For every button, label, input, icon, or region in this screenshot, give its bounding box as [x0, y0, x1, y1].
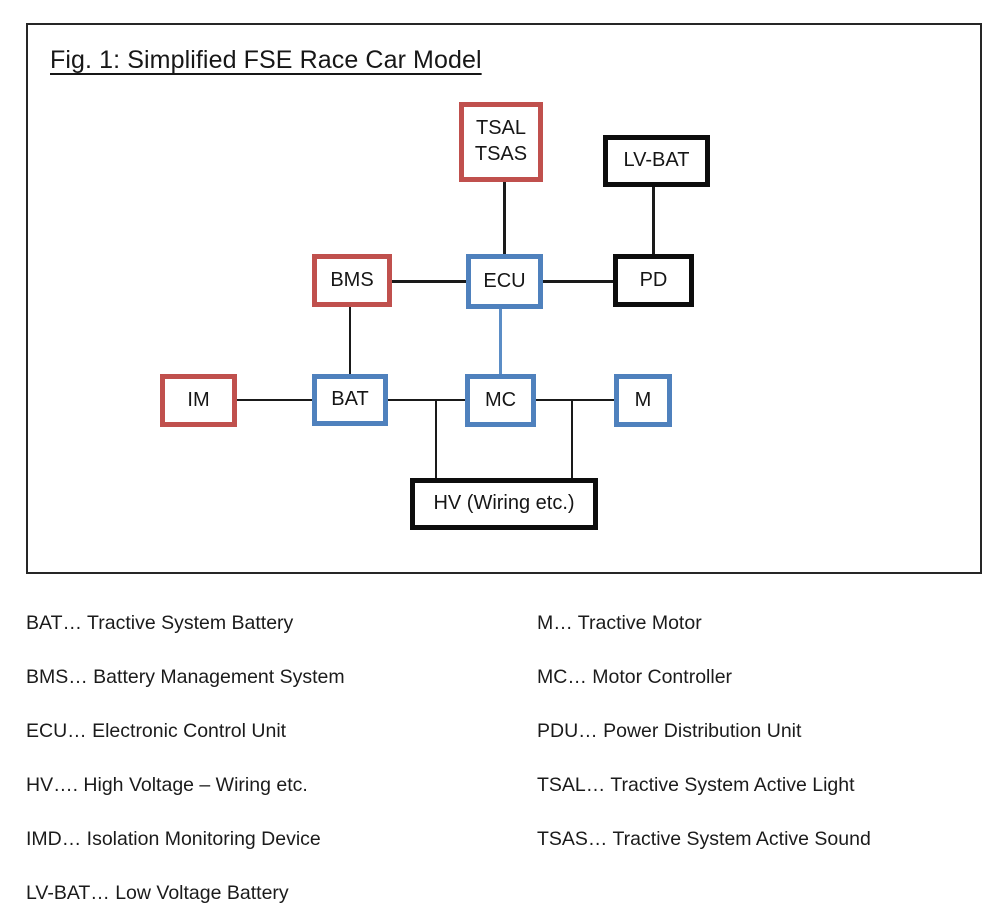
figure-title: Fig. 1: Simplified FSE Race Car Model — [50, 46, 482, 74]
legend-item-lv-bat: LV-BAT… Low Voltage Battery — [26, 882, 289, 904]
block-diagram: TSAL TSAS LV-BAT BMS ECU PD IM BAT MC M HV (Wiring… — [28, 25, 984, 576]
legend-item-m: M… Tractive Motor — [537, 612, 702, 634]
node-hv-label: HV (Wiring etc.) — [433, 492, 575, 515]
edge-bat-to-mc — [388, 398, 465, 402]
edge-bms-to-bat — [348, 307, 352, 374]
edge-lvbat-to-pd — [652, 187, 655, 254]
legend-item-pdu: PDU… Power Distribution Unit — [537, 720, 802, 742]
node-lv-bat: LV-BAT — [603, 135, 710, 187]
edge-ecu-to-pd — [543, 280, 613, 283]
node-bat: BAT — [312, 374, 388, 426]
legend-item-bms: BMS… Battery Management System — [26, 666, 345, 688]
edge-mc-to-m — [536, 398, 614, 402]
node-bat-label: BAT — [331, 388, 369, 411]
legend-item-hv: HV…. High Voltage – Wiring etc. — [26, 774, 308, 796]
edge-tsal-to-ecu — [503, 182, 506, 254]
node-lv-bat-label: LV-BAT — [623, 149, 690, 172]
edge-mcm-to-hv — [570, 400, 574, 478]
legend-item-mc: MC… Motor Controller — [537, 666, 733, 688]
node-ecu-label: ECU — [483, 269, 526, 292]
node-im-label: IM — [187, 388, 210, 411]
edge-ecu-to-mc — [499, 309, 502, 374]
node-ecu: ECU — [466, 254, 543, 309]
node-m-label: M — [634, 388, 652, 411]
node-hv: HV (Wiring etc.) — [410, 478, 598, 530]
node-m: M — [614, 374, 672, 427]
legend-item-ecu: ECU… Electronic Control Unit — [26, 720, 287, 742]
node-im: IM — [160, 374, 237, 427]
node-tsal-tsas: TSAL TSAS — [459, 102, 543, 182]
legend-item-imd: IMD… Isolation Monitoring Device — [26, 828, 321, 850]
node-tsal-tsas-label: TSAL — [475, 117, 527, 140]
figure-frame: Fig. 1: Simplified FSE Race Car Model TS… — [26, 23, 982, 574]
node-mc: MC — [465, 374, 536, 427]
node-pd-label: PD — [639, 268, 668, 291]
node-bms: BMS — [312, 254, 392, 307]
legend-item-tsal: TSAL… Tractive System Active Light — [537, 774, 855, 796]
edge-im-to-bat — [237, 398, 312, 402]
legend-item-tsas: TSAS… Tractive System Active Sound — [537, 828, 871, 850]
legend-item-bat: BAT… Tractive System Battery — [26, 612, 294, 634]
node-pd: PD — [613, 254, 694, 307]
node-bms-label: BMS — [330, 268, 374, 291]
edge-bms-to-ecu — [392, 280, 466, 283]
edge-batmc-to-hv — [434, 400, 438, 478]
node-tsal-tsas-label-2: TSAS — [474, 143, 528, 165]
node-mc-label: MC — [484, 388, 517, 411]
